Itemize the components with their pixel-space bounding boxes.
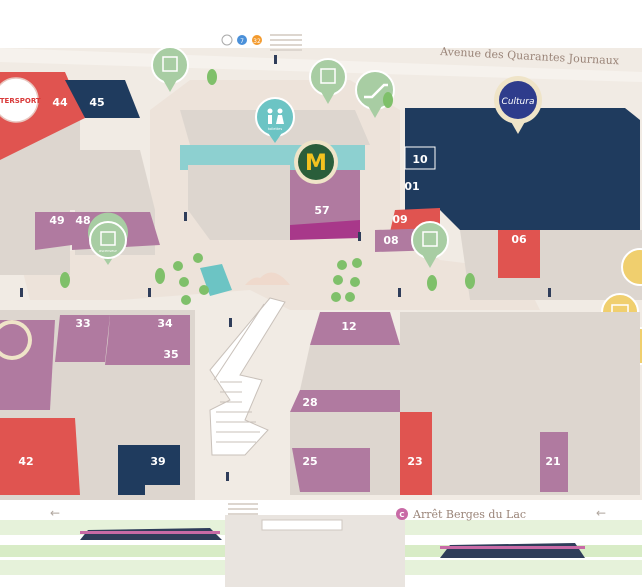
- store-33-label: 33: [75, 317, 90, 330]
- avenue-road: [0, 0, 642, 48]
- arrow-right: ←: [596, 506, 606, 520]
- intersport-pin[interactable]: INTERSPORT: [0, 77, 41, 123]
- yellow-pin-1[interactable]: [621, 248, 642, 286]
- tram-right: [440, 543, 585, 558]
- store-39-label: 39: [150, 455, 165, 468]
- mcdonalds-logo: M: [305, 151, 327, 176]
- store-09-label: 09: [392, 213, 407, 226]
- elevator-pin-top-left[interactable]: [151, 46, 189, 92]
- store-49[interactable]: [35, 212, 72, 250]
- store-44-label: 44: [52, 96, 68, 109]
- cultura-logo-text: Cultura: [502, 97, 535, 107]
- elevator-pin-right[interactable]: [411, 221, 449, 268]
- store-42[interactable]: [0, 418, 80, 495]
- crosswalk-top: [270, 34, 302, 51]
- store-10[interactable]: [404, 146, 436, 170]
- restroom-poi-label: toilettes: [268, 127, 283, 131]
- store-28-label: 28: [302, 396, 317, 409]
- building-block: [400, 312, 640, 495]
- tram-left: [80, 528, 222, 540]
- building-block: [188, 165, 290, 240]
- store-23[interactable]: [400, 412, 432, 495]
- bus-stop: 7 32: [221, 34, 262, 46]
- store-12-label: 12: [341, 320, 356, 333]
- store-57-edge: [290, 220, 360, 240]
- elevator-poi-label: ascenseur: [99, 249, 117, 253]
- store-12[interactable]: [310, 312, 400, 345]
- elevator-pin-left[interactable]: ascenseur: [88, 212, 128, 265]
- elevator-pin-top-right[interactable]: [309, 58, 347, 104]
- building-block: [300, 345, 400, 390]
- store-35[interactable]: [105, 340, 190, 365]
- trees: [60, 69, 475, 305]
- mcdonalds-pin[interactable]: M: [294, 140, 338, 184]
- store-42-label: 42: [18, 455, 33, 468]
- store-49-label: 49: [49, 214, 64, 227]
- tram-line-badge: [396, 508, 408, 520]
- restroom-pin-teal[interactable]: toilettes: [255, 97, 295, 143]
- arrow-left: ←: [50, 506, 60, 520]
- pedestrians: [20, 55, 551, 481]
- tram-stop-label: Arrêt Berges du Lac: [412, 508, 526, 521]
- brand-pin-left[interactable]: [0, 320, 32, 360]
- staircase: [209, 297, 286, 456]
- store-01[interactable]: [405, 108, 640, 230]
- store-57-label: 57: [314, 204, 329, 217]
- store-34-label: 34: [157, 317, 173, 330]
- store-48-label: 48: [75, 214, 90, 227]
- store-21-label: 21: [545, 455, 560, 468]
- store-33[interactable]: [55, 315, 110, 362]
- cultura-pin[interactable]: Cultura: [494, 76, 542, 134]
- store-57[interactable]: [290, 170, 360, 238]
- store-34[interactable]: [108, 315, 190, 340]
- platform-shelter: [261, 519, 343, 531]
- store-35-label: 35: [163, 348, 178, 361]
- store-06-label: 06: [511, 233, 527, 246]
- tram-line-letter: C: [399, 511, 404, 519]
- store-10-label: 10: [412, 153, 428, 166]
- shell-sculpture: [245, 272, 290, 285]
- store-39[interactable]: [118, 445, 180, 495]
- store-28[interactable]: [290, 390, 400, 412]
- store-08-label: 08: [383, 234, 398, 247]
- store-45[interactable]: [65, 80, 140, 118]
- store-25[interactable]: [292, 448, 370, 492]
- store-06[interactable]: [498, 230, 540, 278]
- crosswalk-bottom: [228, 503, 258, 515]
- store-01-label: 01: [404, 180, 419, 193]
- bus-line-32: 32: [253, 38, 261, 45]
- store-45-label: 45: [89, 96, 104, 109]
- store-23-label: 23: [407, 455, 422, 468]
- intersport-logo-text: INTERSPORT: [0, 97, 41, 105]
- store-25-label: 25: [302, 455, 317, 468]
- store-21[interactable]: [540, 432, 568, 492]
- bus-line-7: 7: [240, 38, 244, 45]
